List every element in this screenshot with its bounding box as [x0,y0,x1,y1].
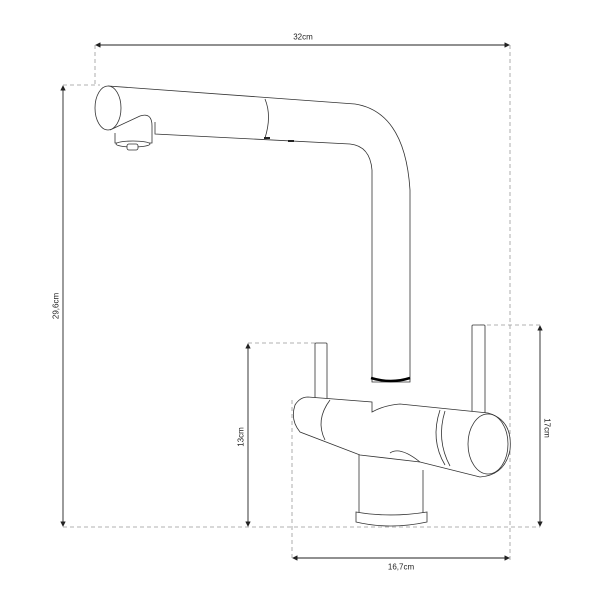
spout-end [94,85,122,131]
body-seam [320,399,331,441]
dimension-lines [60,42,543,561]
left-lever [314,342,328,402]
body-seam [441,410,451,467]
extension-lines [63,45,540,560]
base-stem [358,455,424,516]
base-plate [355,511,428,527]
right-lever [471,324,486,416]
total-width-label: 32cm [293,32,313,42]
body-height-label: 17cm [542,418,552,438]
spout-ring [370,376,411,383]
body-end-cap [467,413,509,475]
body-cylinder [292,396,511,478]
spout [107,85,411,383]
spout-button [264,137,270,139]
body-seam [435,409,446,466]
lever-height-label: 13cm [236,427,246,447]
body-width-label: 16,7cm [387,562,415,572]
pull-out-seam [264,98,269,139]
spout-button [288,140,294,142]
body-seam [389,450,421,463]
aerator-nozzle [126,143,139,151]
faucet-outline [94,85,511,527]
total-height-label: 29,6cm [51,292,61,320]
spray-head [109,114,153,144]
